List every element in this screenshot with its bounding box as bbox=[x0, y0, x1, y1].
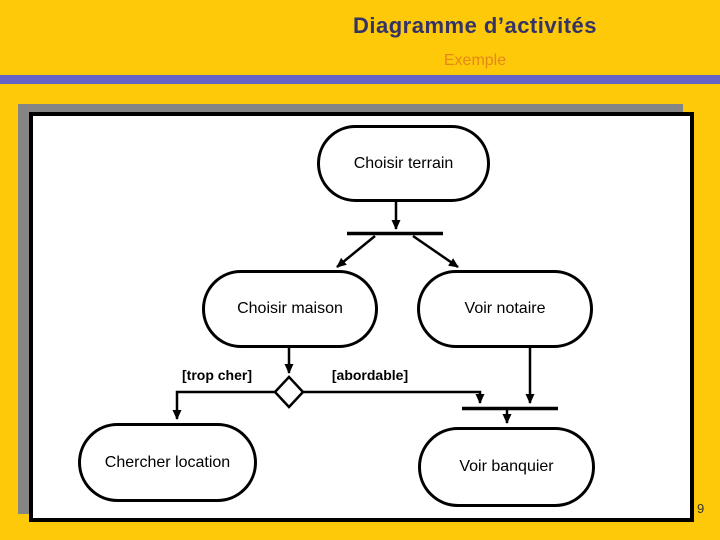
header-rule bbox=[0, 75, 720, 84]
slide-subtitle: Exemple bbox=[443, 52, 507, 69]
content-frame: Choisir terrain Choisir maison Voir nota… bbox=[29, 112, 694, 522]
activity-node-chercher-location: Chercher location bbox=[78, 423, 257, 502]
activity-node-label: Choisir maison bbox=[237, 300, 343, 317]
activity-node-choisir-terrain: Choisir terrain bbox=[317, 125, 490, 202]
edge-fork-to-notaire bbox=[412, 234, 459, 269]
edge-decision-to-join bbox=[303, 390, 485, 404]
connector-layer bbox=[172, 202, 558, 424]
activity-node-label: Voir notaire bbox=[464, 300, 546, 317]
decision-diamond bbox=[273, 375, 305, 409]
activity-node-choisir-maison: Choisir maison bbox=[202, 270, 378, 348]
guard-label-abordable: [abordable] bbox=[331, 367, 409, 383]
slide-title: Diagramme d’activités bbox=[352, 13, 598, 38]
edge-fork-to-maison bbox=[336, 235, 376, 268]
activity-node-voir-banquier: Voir banquier bbox=[418, 427, 595, 507]
activity-node-label: Voir banquier bbox=[459, 458, 554, 475]
activity-node-label: Choisir terrain bbox=[353, 154, 454, 172]
guard-label-trop-cher: [trop cher] bbox=[182, 367, 252, 383]
activity-node-label: Chercher location bbox=[104, 453, 231, 471]
edge-decision-to-location bbox=[172, 390, 275, 420]
activity-node-voir-notaire: Voir notaire bbox=[417, 270, 593, 348]
slide-header: Diagramme d’activités Exemple bbox=[235, 13, 715, 70]
diagram-canvas: Choisir terrain Choisir maison Voir nota… bbox=[33, 116, 690, 518]
page-number: 9 bbox=[697, 501, 705, 516]
